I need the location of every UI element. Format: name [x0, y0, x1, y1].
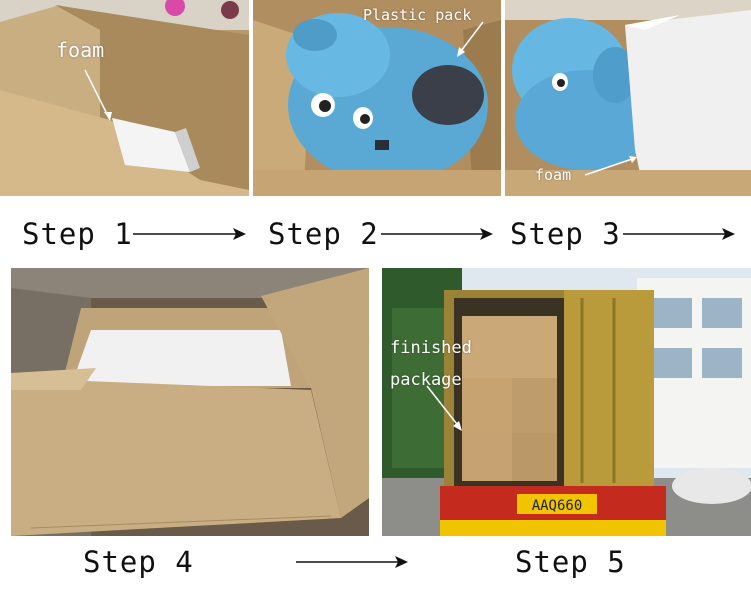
photo-step-5: AAQ660 [382, 268, 751, 536]
arrow-step1-to-step2 [133, 228, 246, 240]
arrow-step2-to-step3 [381, 228, 493, 240]
photo-step-4 [11, 268, 369, 536]
photo-step-1 [0, 0, 249, 196]
photo-step-3 [505, 0, 751, 196]
step-3-label: Step 3 [510, 217, 621, 251]
step-4-label: Step 4 [83, 545, 194, 579]
annotation-foam-step1: foam [56, 38, 105, 62]
annotation-foam-step3: foam [535, 166, 572, 184]
arrow-step3-to-step4 [623, 228, 735, 240]
step-1-label: Step 1 [22, 217, 133, 251]
arrow-step4-to-step5 [296, 556, 408, 568]
step-2-label: Step 2 [268, 217, 379, 251]
annotation-finished: finished [390, 338, 472, 358]
annotation-package: package [390, 370, 462, 390]
annotation-plastic-pack: Plastic pack [363, 6, 472, 24]
photo-step-2 [253, 0, 501, 196]
license-plate: AAQ660 [532, 498, 583, 514]
step-5-label: Step 5 [515, 545, 626, 579]
